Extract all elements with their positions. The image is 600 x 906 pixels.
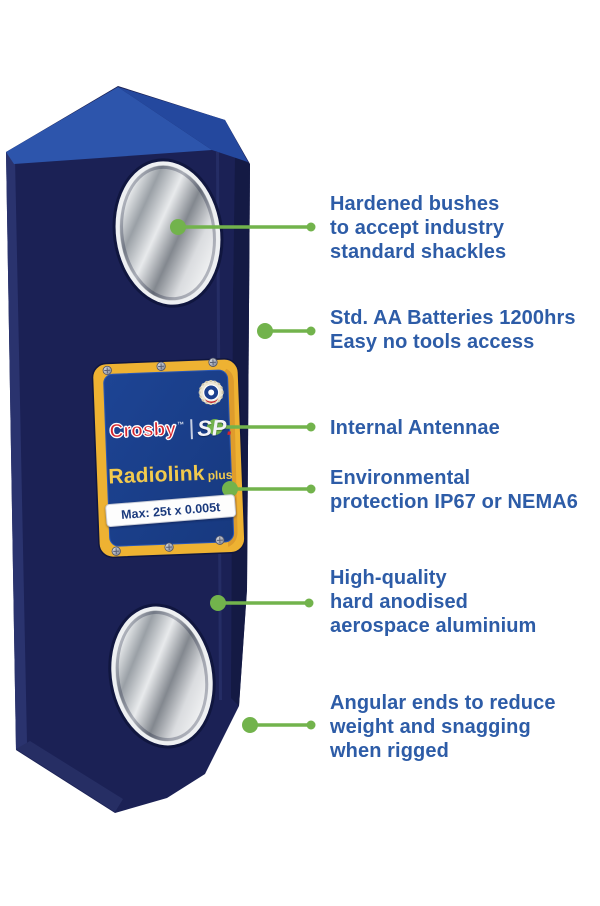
callout-angular-ends: Angular ends to reduce weight and snaggi… — [330, 691, 590, 763]
callout-text-line: Hardened bushes — [330, 193, 500, 215]
callout-text-line: Std. AA Batteries 1200hrs — [330, 307, 576, 329]
bottom-bush-hole — [108, 603, 216, 749]
device-top-left-facet — [6, 87, 212, 164]
device-top-right-facet — [118, 87, 248, 162]
product-label-plate — [91, 357, 246, 559]
callout-dot — [170, 219, 186, 235]
callout-line-aluminium — [210, 595, 314, 611]
callout-aluminium: High-quality hard anodised aerospace alu… — [330, 566, 590, 638]
callout-text-line: when rigged — [330, 740, 449, 762]
label-screws — [102, 357, 225, 556]
callout-connectors — [170, 219, 316, 733]
callout-dot — [306, 720, 316, 730]
callout-line-angular-ends — [242, 717, 316, 733]
callout-text-line: standard shackles — [330, 241, 507, 263]
callout-line-hardened-bushes — [170, 219, 316, 235]
screw-icon — [102, 365, 112, 376]
screw-icon — [164, 542, 174, 552]
callout-dot — [306, 222, 316, 232]
callout-text-line: Environmental — [330, 467, 471, 489]
callout-dot — [304, 598, 314, 608]
callout-text-line: protection IP67 or NEMA6 — [330, 491, 578, 513]
certification-badge-icon — [198, 379, 224, 405]
screw-icon — [156, 361, 166, 371]
callout-line-environmental — [222, 481, 316, 497]
callout-text-line: to accept industry — [330, 217, 505, 239]
callout-dot — [222, 481, 238, 497]
callout-dot — [306, 326, 316, 336]
callout-text-line: Angular ends to reduce — [330, 692, 556, 714]
callout-line-internal-antennae — [207, 419, 316, 435]
callout-text-line: weight and snagging — [330, 716, 531, 738]
callout-internal-antennae: Internal Antennae — [330, 416, 590, 440]
callout-hardened-bushes: Hardened bushes to accept industry stand… — [330, 192, 590, 264]
callout-text-line: Easy no tools access — [330, 331, 535, 353]
callout-dot — [306, 484, 316, 494]
callout-dot — [207, 419, 223, 435]
screw-icon — [208, 357, 218, 367]
callout-text-line: aerospace aluminium — [330, 615, 537, 637]
callout-text-line: High-quality — [330, 567, 447, 589]
device-bottom-chamfer — [16, 741, 123, 812]
callout-dot — [257, 323, 273, 339]
callout-line-batteries — [257, 323, 316, 339]
callout-text-line: hard anodised — [330, 591, 468, 613]
callout-dot — [306, 422, 316, 432]
screw-icon — [215, 535, 225, 545]
callout-environmental: Environmental protection IP67 or NEMA6 — [330, 466, 590, 514]
callout-dot — [210, 595, 226, 611]
callout-dot — [242, 717, 258, 733]
callout-batteries: Std. AA Batteries 1200hrs Easy no tools … — [330, 306, 590, 354]
screw-icon — [111, 546, 121, 556]
callout-text-line: Internal Antennae — [330, 417, 500, 439]
device-left-edge-highlight — [6, 152, 27, 750]
